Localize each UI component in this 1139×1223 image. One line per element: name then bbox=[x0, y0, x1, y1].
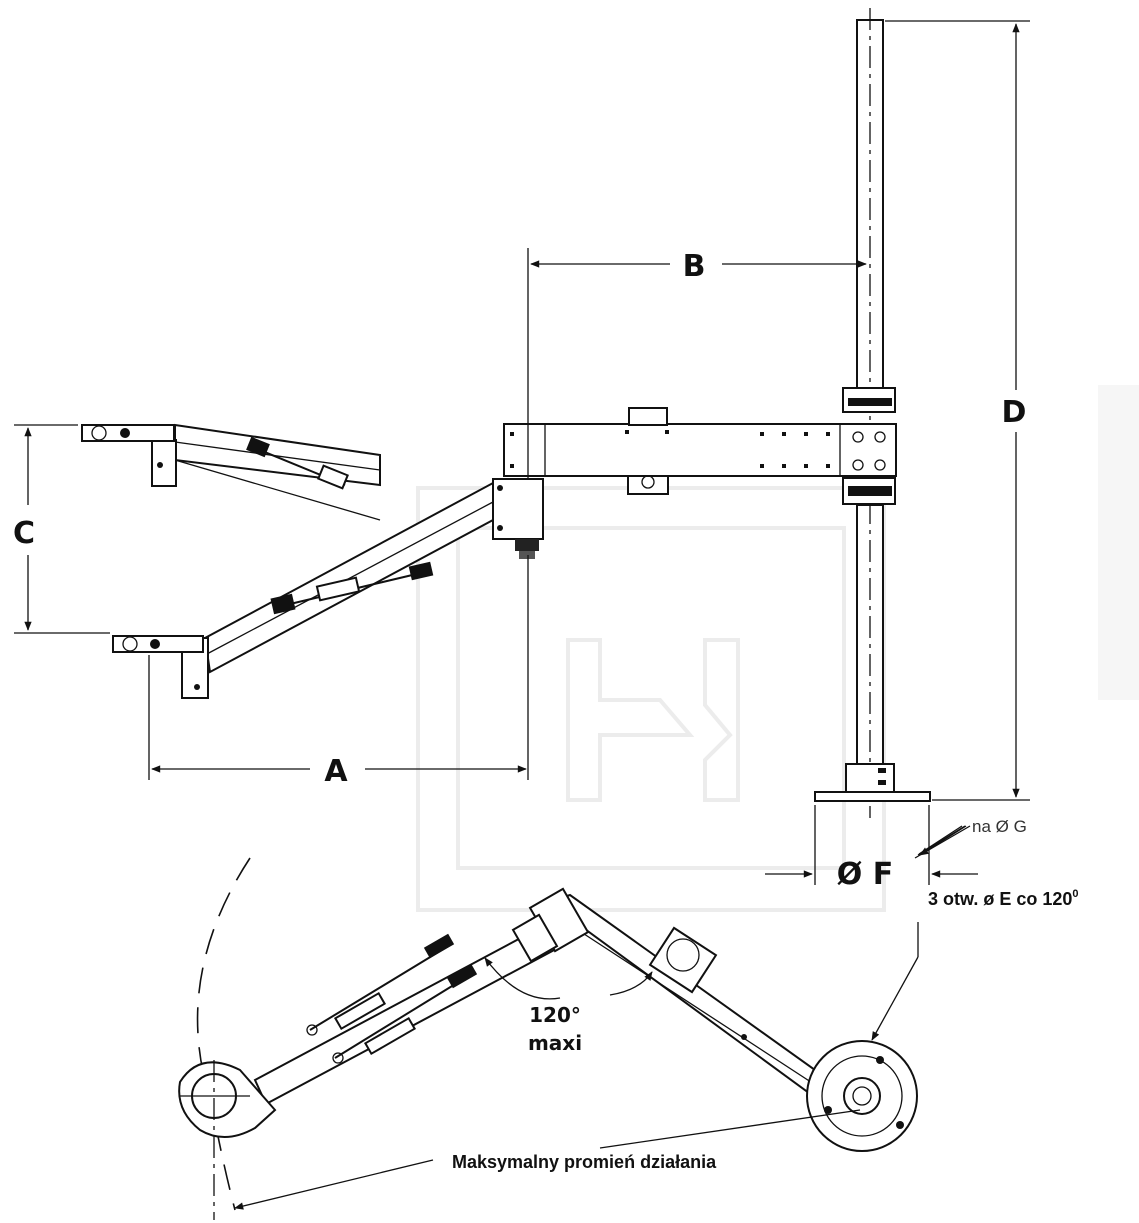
dimension-a-label: A bbox=[324, 754, 348, 789]
mounting-holes-text: 3 otw. ø E co 120 bbox=[928, 889, 1072, 909]
dimension-f bbox=[765, 805, 978, 885]
dimension-f-label: Ø F bbox=[837, 857, 893, 892]
dimension-c-label: C bbox=[13, 516, 35, 551]
mounting-holes-sup: 0 bbox=[1072, 888, 1078, 900]
dimension-d bbox=[885, 20, 1030, 801]
articulated-arm-lower bbox=[112, 481, 494, 699]
dimension-b bbox=[527, 248, 867, 478]
dimension-d-label: D bbox=[1002, 395, 1027, 430]
mounting-holes-note: 3 otw. ø E co 1200 bbox=[928, 888, 1079, 909]
dimension-c bbox=[14, 424, 110, 634]
articulated-arm-upper bbox=[81, 423, 381, 521]
top-view bbox=[178, 825, 971, 1220]
dimension-b-label: B bbox=[683, 249, 706, 284]
angle-note: maxi bbox=[528, 1031, 582, 1055]
horizontal-arm bbox=[503, 407, 897, 495]
column bbox=[814, 8, 931, 818]
angle-value: 120° bbox=[529, 1003, 581, 1027]
elbow-joint bbox=[492, 478, 544, 559]
bolt-circle-note: na Ø G bbox=[972, 817, 1027, 836]
max-reach-label: Maksymalny promień działania bbox=[452, 1152, 717, 1172]
dimension-a bbox=[148, 555, 529, 780]
